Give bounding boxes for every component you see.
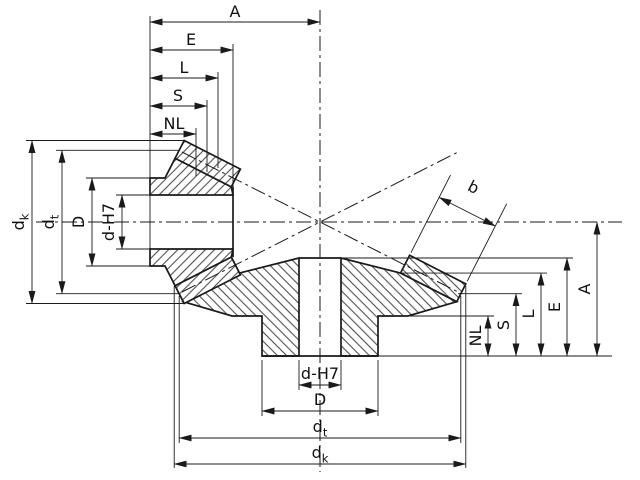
dimensions-top: A E L S NL: [149, 2, 321, 188]
dim-label-E-right: E: [545, 302, 564, 312]
dim-label-S-right: S: [494, 320, 513, 330]
dim-label-D-left: D: [69, 216, 88, 228]
ext-line-b-inner: [410, 174, 451, 253]
dim-label-NL-right: NL: [466, 325, 485, 346]
center-lines: [36, 10, 622, 472]
dim-label-dH7-bottom: d-H7: [301, 364, 339, 383]
dim-label-D-bottom: D: [314, 390, 326, 409]
dim-line-b: [438, 196, 496, 227]
dim-label-dt-bottom: dt: [313, 417, 328, 440]
dimensions-left: dk dt D d-H7: [9, 139, 185, 305]
dim-label-S-top: S: [173, 86, 183, 105]
dim-label-NL-top: NL: [164, 114, 185, 133]
dim-label-E-top: E: [186, 30, 196, 49]
dim-label-L-right: L: [519, 309, 538, 318]
dim-label-dt-left: dt: [39, 214, 62, 229]
dim-label-dk-bottom: dk: [312, 443, 329, 466]
dim-label-dH7-left: d-H7: [99, 203, 118, 241]
dimensions-right: A E L S NL: [343, 221, 612, 357]
dim-label-A-top: A: [230, 2, 241, 21]
pinion-tooth-lower: [173, 255, 242, 305]
dim-label-L-top: L: [180, 58, 189, 77]
pinion-tooth-upper: [173, 139, 242, 189]
dim-label-A-right: A: [575, 283, 594, 294]
ext-line-b-outer: [466, 203, 508, 282]
dimensions-bottom: d-H7 D dt dk: [173, 286, 467, 468]
dim-label-dk-left: dk: [9, 213, 32, 230]
